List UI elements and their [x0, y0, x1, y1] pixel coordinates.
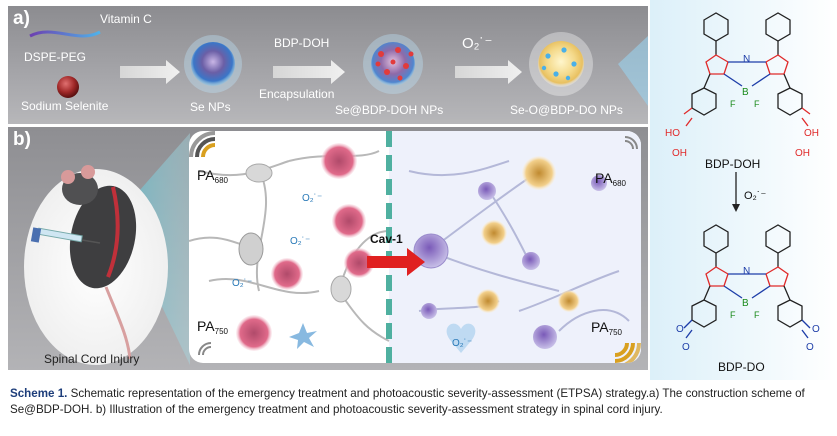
superoxide-label: O₂˙⁻: [232, 278, 253, 289]
se-bdp-doh-np-cluster: [236, 143, 374, 351]
pa750-right-wave-icon: [614, 342, 641, 363]
superoxide-label: O₂˙⁻: [462, 35, 493, 52]
neuron-field-graphics: [189, 131, 641, 363]
se-bdp-doh-nps-label: Se@BDP-DOH NPs: [335, 103, 444, 117]
atom-f: F: [754, 310, 760, 320]
atom-o: O: [812, 324, 820, 335]
atom-f: F: [730, 310, 736, 320]
cav1-arrow-icon: [367, 248, 425, 276]
pa750-left-wave-icon: [198, 342, 212, 356]
caption-text: Schematic representation of the emergenc…: [10, 387, 805, 416]
pa680-left-wave-gold-icon: [201, 143, 216, 158]
atom-f: F: [730, 99, 736, 109]
neuron-cav1-target: [413, 233, 449, 269]
dspe-peg-chain-icon: [29, 30, 101, 38]
se-nps-label: Se NPs: [190, 100, 231, 114]
pa680-left-wave-icon: [189, 131, 216, 158]
bdp-do-title: BDP-DO: [718, 360, 765, 374]
chemical-structures: [650, 0, 837, 380]
reaction-reagent-label: O₂˙⁻: [744, 190, 767, 202]
se-nanoparticle-icon: [191, 42, 235, 86]
pa680-left-label: PA680: [197, 167, 228, 185]
neuron-field: [189, 131, 641, 363]
bdp-doh-reagent-label: BDP-DOH: [274, 36, 330, 50]
atom-n: N: [743, 266, 751, 277]
dspe-peg-label: DSPE-PEG: [24, 50, 87, 64]
atom-o: O: [682, 342, 690, 353]
pa750-right-label: PA750: [591, 319, 622, 337]
se-o-bdp-do-nanoparticle-icon: [538, 41, 584, 87]
arrow-right-icon: [120, 60, 180, 84]
figure-caption: Scheme 1. Schematic representation of th…: [10, 386, 832, 418]
bdp-doh-title: BDP-DOH: [705, 157, 761, 171]
bdp-doh-structure: [683, 12, 811, 127]
atom-n: N: [743, 54, 751, 65]
se-o-bdp-do-nps-label: Se-O@BDP-DO NPs: [510, 103, 623, 117]
atom-oh: OH: [795, 148, 810, 159]
mouse-illustration: [24, 133, 190, 365]
spinal-cord-injury-label: Spinal Cord Injury: [44, 352, 140, 366]
atom-o: O: [806, 342, 814, 353]
atom-ho: HO: [665, 128, 680, 139]
atom-oh: OH: [804, 128, 819, 139]
arrow-right-icon: [273, 60, 345, 84]
atom-f: F: [754, 99, 760, 109]
panel-a-label: a): [13, 8, 30, 29]
atom-oh: OH: [672, 148, 687, 159]
encapsulation-label: Encapsulation: [259, 87, 335, 101]
pa680-right-label: PA680: [595, 170, 626, 188]
panel-b-label: b): [13, 129, 31, 150]
superoxide-label: O₂˙⁻: [302, 193, 323, 204]
vitamin-c-label: Vitamin C: [100, 12, 152, 26]
atom-b: B: [742, 298, 749, 309]
caption-title: Scheme 1.: [10, 387, 68, 400]
superoxide-label: O₂˙⁻: [290, 236, 311, 247]
superoxide-label: O₂˙⁻: [452, 338, 473, 349]
sodium-selenite-sphere-icon: [57, 76, 79, 98]
arrow-right-icon: [455, 60, 522, 84]
bdp-do-structure: [683, 224, 811, 339]
se-o-bdp-do-np-cluster: [476, 156, 580, 313]
pa680-right-wave-icon: [624, 136, 638, 150]
sodium-selenite-label: Sodium Selenite: [21, 99, 109, 113]
atom-o: O: [676, 324, 684, 335]
panel-a-graphics: [29, 30, 648, 106]
atom-b: B: [742, 87, 749, 98]
cav1-label: Cav-1: [370, 232, 403, 246]
pa750-left-label: PA750: [197, 318, 228, 336]
